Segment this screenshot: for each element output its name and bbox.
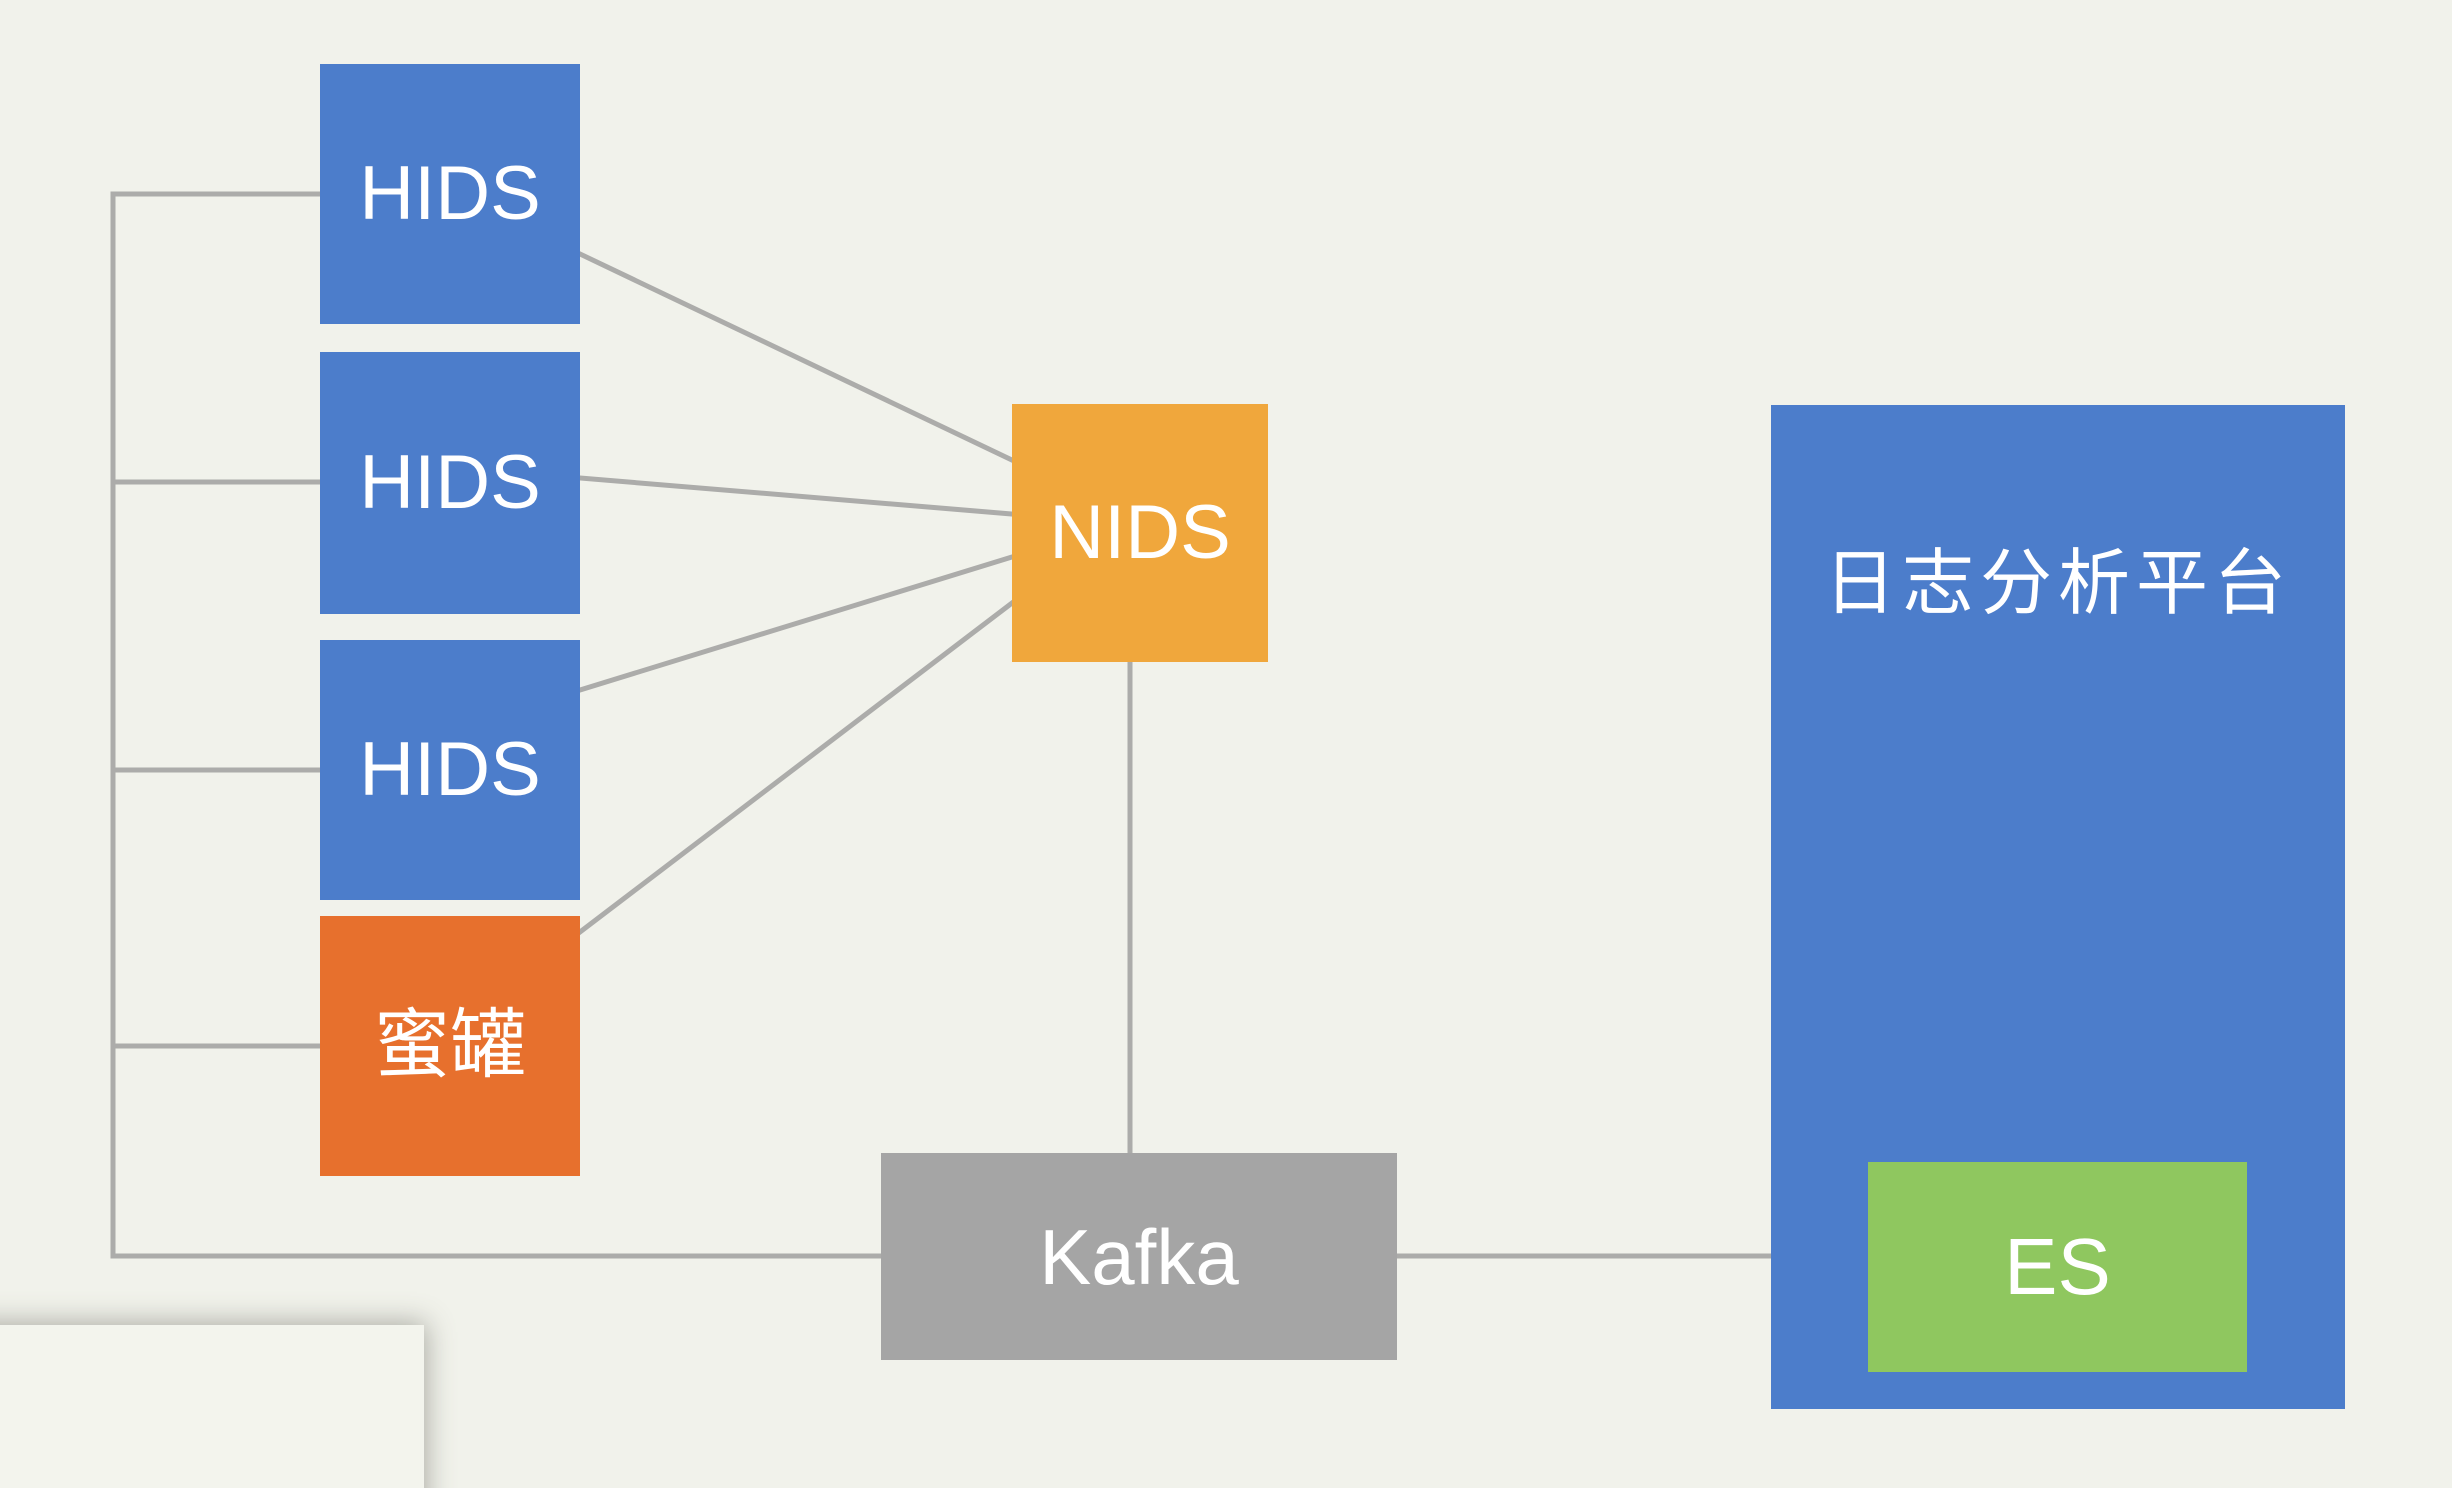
node-hids-2: HIDS (320, 352, 580, 614)
node-nids-label: NIDS (1049, 490, 1231, 575)
node-honeypot-label: 蜜罐 (374, 1003, 526, 1088)
node-kafka: Kafka (881, 1153, 1397, 1360)
node-log-analysis-platform: 日志分析平台 ES (1771, 405, 2345, 1409)
node-kafka-label: Kafka (1039, 1212, 1239, 1301)
page-corner-card (0, 1325, 424, 1488)
node-honeypot: 蜜罐 (320, 916, 580, 1176)
node-hids-1-label: HIDS (359, 151, 541, 236)
connector-hids2-nids (577, 475, 1015, 517)
connector-honeypot-nids (576, 599, 1016, 936)
node-hids-1: HIDS (320, 64, 580, 324)
node-es-label: ES (2004, 1222, 2111, 1311)
node-es: ES (1868, 1162, 2247, 1372)
node-hids-3: HIDS (320, 640, 580, 900)
node-hids-2-label: HIDS (359, 440, 541, 525)
node-nids: NIDS (1012, 404, 1268, 662)
node-hids-3-label: HIDS (359, 727, 541, 812)
connector-hids1-nids (576, 250, 1016, 464)
node-log-analysis-platform-label: 日志分析平台 (1823, 544, 2292, 624)
connector-hids3-nids (576, 553, 1016, 694)
